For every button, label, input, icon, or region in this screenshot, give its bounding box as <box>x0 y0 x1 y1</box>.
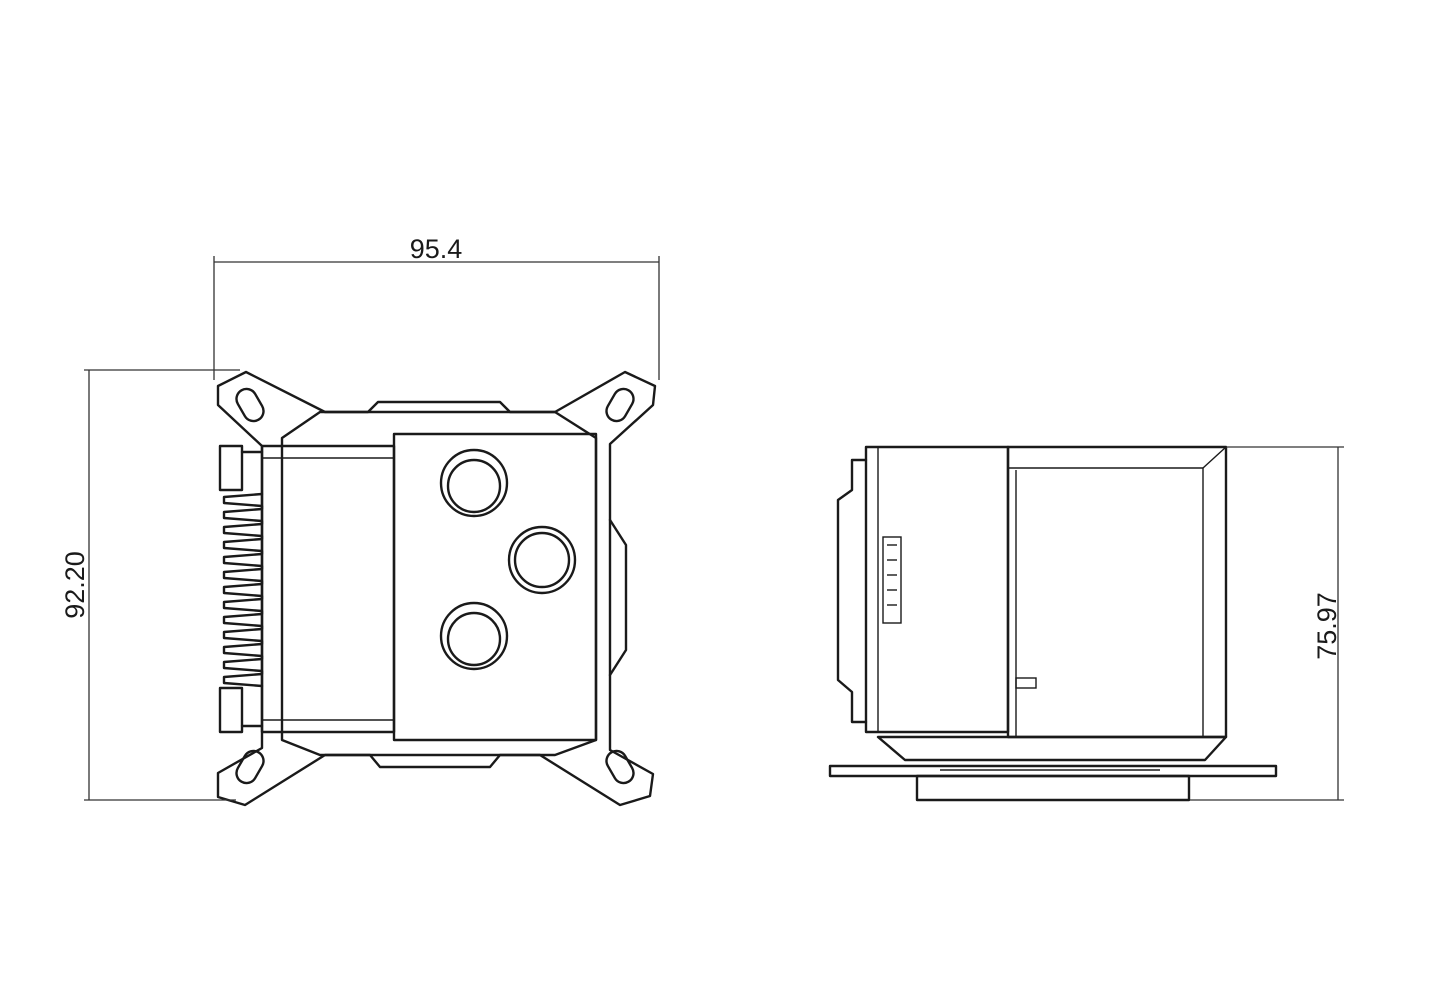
side-housing-right-bevel <box>1202 446 1227 469</box>
side-cold-plate <box>915 774 1191 802</box>
body-right-bump <box>608 518 628 677</box>
side-view <box>828 445 1278 802</box>
mount-slot-bottom-right <box>605 749 635 785</box>
mount-slot-top-right <box>605 387 635 423</box>
port-bottom <box>439 601 509 671</box>
side-housing-right <box>1006 445 1228 739</box>
side-mounting-plate <box>828 764 1278 778</box>
dimension-label-right-height: 75.97 <box>1312 592 1342 660</box>
cooling-fins <box>222 492 264 688</box>
top-view <box>216 370 657 807</box>
mount-slot-bottom-left <box>235 749 265 785</box>
dimension-label-left-height: 92.20 <box>60 551 90 619</box>
mounting-bracket-outline <box>216 370 657 807</box>
dimension-right-height: 75.97 <box>1190 446 1344 801</box>
port-top <box>439 448 509 518</box>
fin-comb-path <box>222 492 264 688</box>
dimension-label-width: 95.4 <box>410 234 463 264</box>
mount-slot-top-left <box>235 387 265 423</box>
side-notch <box>1015 677 1037 689</box>
dimension-left-height: 92.20 <box>60 369 240 801</box>
label-sticker <box>882 536 902 624</box>
dimension-top-width: 95.4 <box>213 234 660 380</box>
side-base-chamfer <box>876 735 1228 762</box>
terminal-tab-top <box>218 444 244 492</box>
terminal-tab-bottom <box>218 686 244 734</box>
right-panel <box>392 432 598 742</box>
body-top-block <box>280 410 598 757</box>
port-middle <box>507 525 577 595</box>
side-connector <box>836 458 868 724</box>
